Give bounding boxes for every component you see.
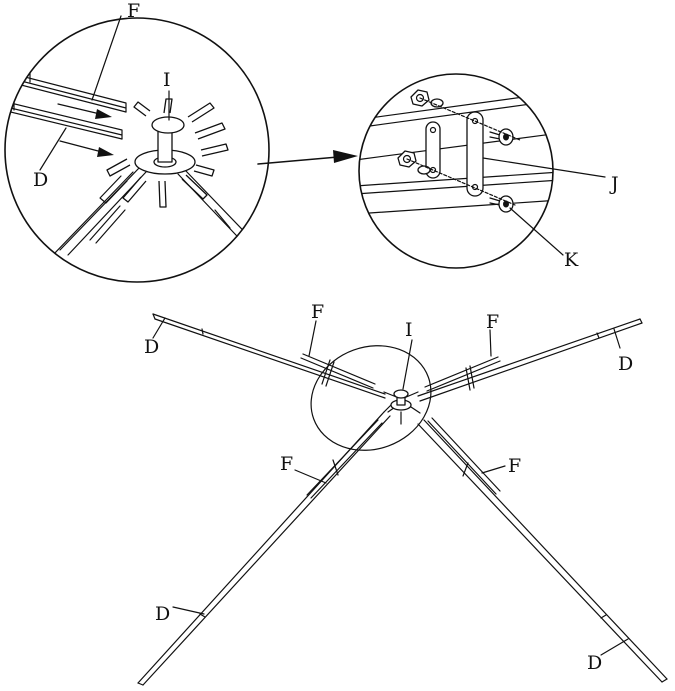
label-d-upper-right: D: [618, 353, 633, 375]
tube-d-detail: [5, 97, 123, 140]
hub-highlight-ellipse: [310, 345, 432, 451]
bolt-top: [489, 128, 514, 146]
insert-arrow-upper: [57, 103, 112, 119]
leader-d-upper-right: [613, 328, 621, 349]
hub-detail-view: F D I: [4, 0, 270, 283]
label-f-lower-right: F: [508, 455, 521, 477]
leader-f-lower-right: [481, 465, 506, 474]
leg-d-upper-right: [417, 318, 643, 402]
leader-k: [509, 207, 564, 256]
connector-detail-circle: [358, 73, 554, 269]
label-j: J: [609, 173, 619, 195]
leader-d-lower-right: [600, 638, 629, 656]
label-f-detail: F: [127, 0, 140, 22]
label-d-lower-left: D: [155, 603, 170, 625]
tube-f-upper-right: [424, 356, 501, 392]
leader-f-detail: [91, 15, 122, 101]
leg-d-lower-right: [417, 419, 668, 683]
bolt-bottom: [489, 195, 514, 213]
leader-f-upper-right: [489, 329, 492, 357]
leader-f-upper-left: [308, 320, 317, 357]
hub-body: [134, 116, 196, 175]
label-d-lower-right: D: [587, 652, 602, 674]
label-i-main: I: [405, 319, 413, 341]
label-f-upper-left: F: [311, 301, 324, 323]
central-hub: [383, 389, 421, 425]
rail-tubes: [359, 91, 553, 215]
hub-detail-circle: [4, 17, 270, 283]
leader-i-main: [402, 339, 413, 390]
main-assembly-view: F F F F I D D D D: [137, 301, 668, 686]
bracket-plate-left: [425, 121, 441, 179]
tube-f-upper-left: [300, 353, 376, 389]
leader-f-lower-left: [294, 469, 327, 484]
bracket-plate-j: [466, 111, 484, 197]
tube-f-lower-right: [427, 417, 501, 495]
leader-d-lower-left: [172, 606, 205, 615]
leader-j: [482, 157, 606, 178]
leg-d-upper-left: [152, 313, 386, 399]
insert-arrow-lower: [59, 140, 114, 157]
label-f-lower-left: F: [280, 453, 293, 475]
detail-link-arrow: [257, 150, 358, 165]
label-d-detail: D: [33, 169, 48, 191]
label-d-upper-left: D: [144, 336, 159, 358]
hex-nut-top: [410, 89, 444, 108]
connector-detail-view: J K: [358, 73, 619, 271]
leg-d-lower-left: [137, 411, 391, 686]
label-f-upper-right: F: [486, 311, 499, 333]
leader-d-upper-left: [152, 317, 166, 339]
tube-f-lower-left: [306, 419, 383, 499]
label-i-detail: I: [163, 69, 171, 91]
hub-stub-tubes: [106, 98, 229, 208]
label-k: K: [564, 249, 579, 271]
leader-d-detail: [39, 127, 67, 171]
